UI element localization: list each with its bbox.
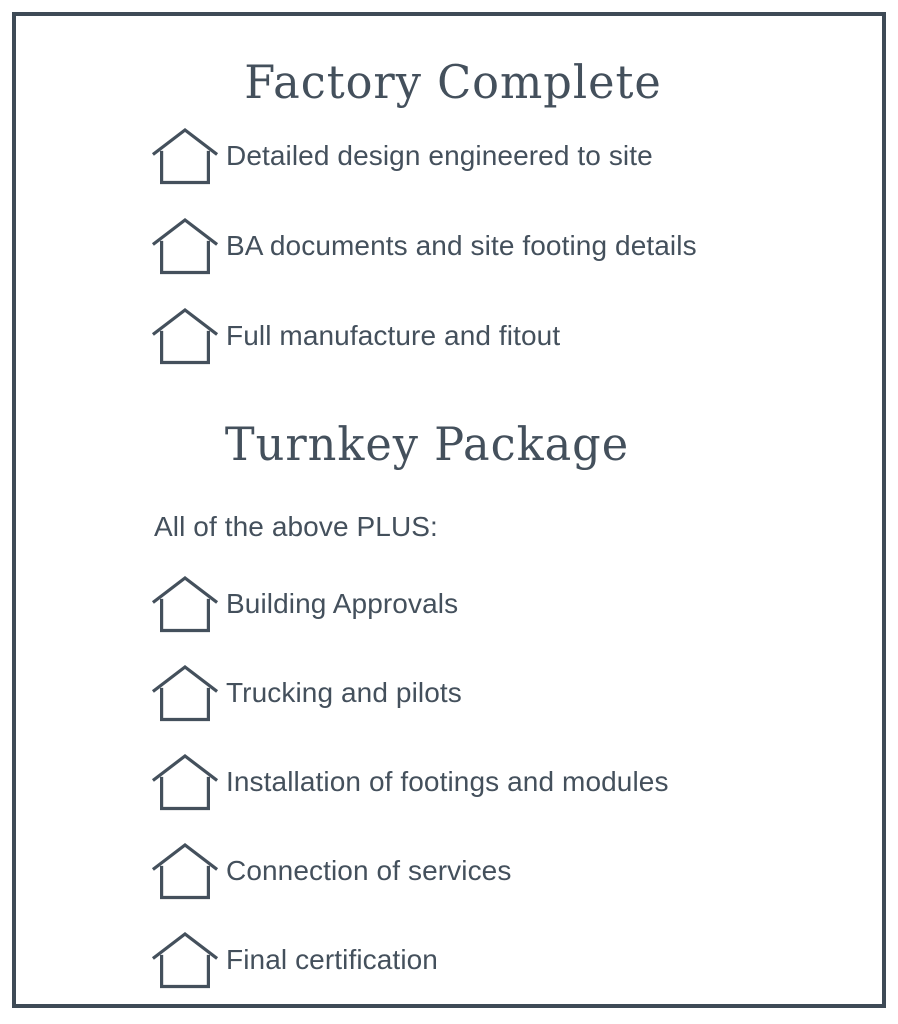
- list-item-label: Installation of footings and modules: [226, 766, 669, 797]
- house-outline-icon: [152, 835, 230, 907]
- house-outline-icon: [152, 300, 230, 372]
- section-heading-factory-complete: Factory Complete: [244, 55, 662, 109]
- list-item-label: Final certification: [226, 944, 438, 975]
- poster-frame: Factory Complete Detailed design enginee…: [12, 12, 886, 1008]
- house-outline-icon: [152, 210, 230, 282]
- list-item-label: Connection of services: [226, 855, 512, 886]
- list-item-label: Building Approvals: [226, 588, 459, 619]
- list-item: Connection of services: [152, 835, 511, 907]
- list-item: Full manufacture and fitout: [152, 300, 560, 372]
- house-outline-icon: [152, 657, 230, 729]
- house-outline-icon: [152, 746, 230, 818]
- turnkey-package-note: All of the above PLUS:: [154, 511, 438, 542]
- section-heading-turnkey-package: Turnkey Package: [224, 417, 630, 471]
- house-outline-icon: [152, 924, 230, 996]
- house-outline-icon: [152, 568, 230, 640]
- list-item: BA documents and site footing details: [152, 210, 697, 282]
- house-outline-icon: [152, 120, 230, 192]
- list-item-label: Trucking and pilots: [226, 677, 462, 708]
- poster-content: Factory Complete Detailed design enginee…: [16, 16, 890, 1012]
- list-item: Building Approvals: [152, 568, 458, 640]
- list-item-label: Full manufacture and fitout: [226, 320, 561, 351]
- list-item: Installation of footings and modules: [152, 746, 669, 818]
- list-item-label: Detailed design engineered to site: [226, 140, 653, 171]
- list-item: Final certification: [152, 924, 438, 996]
- list-item: Trucking and pilots: [152, 657, 462, 729]
- list-item: Detailed design engineered to site: [152, 120, 653, 192]
- list-item-label: BA documents and site footing details: [226, 230, 697, 261]
